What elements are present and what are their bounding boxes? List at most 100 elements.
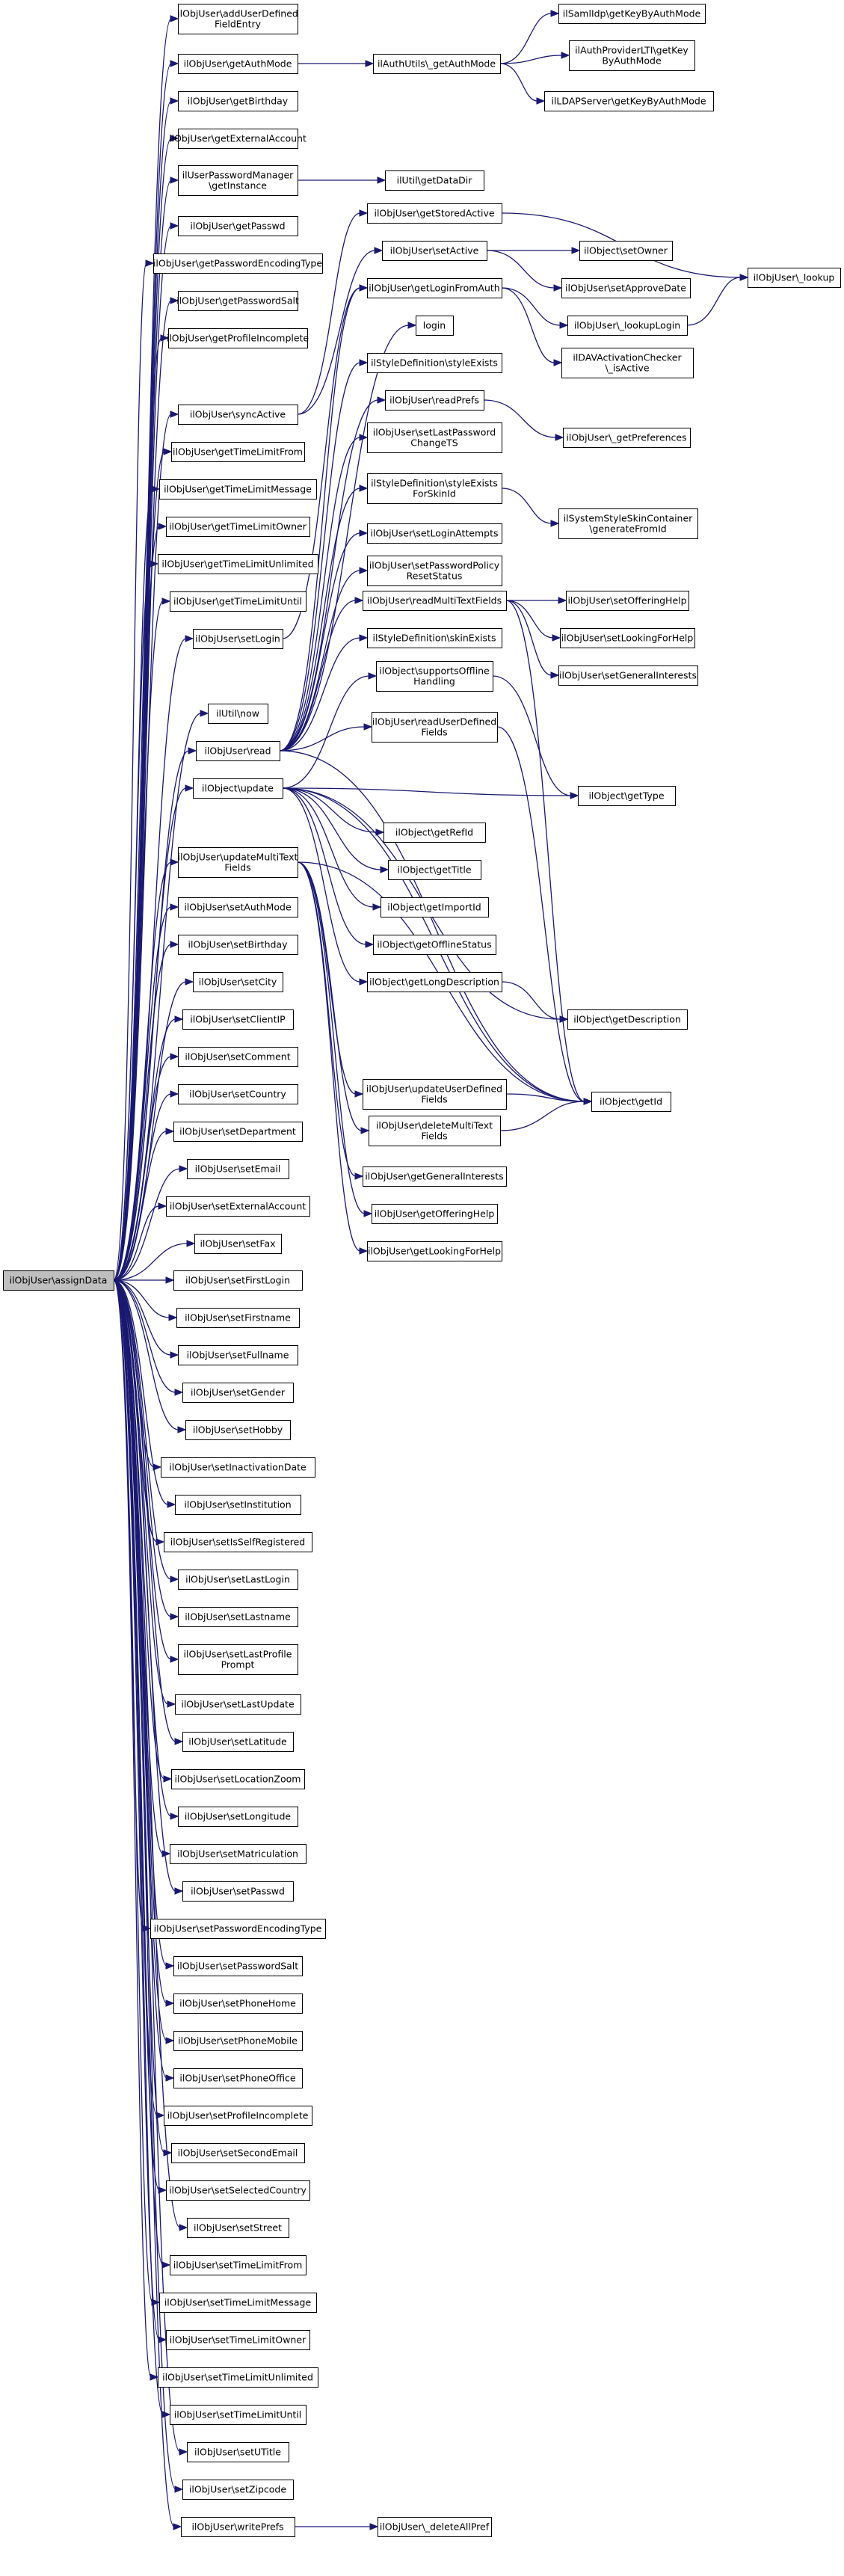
node-getOfflineStatus[interactable]: ilObject\getOfflineStatus [373,935,496,955]
node-setLatitude[interactable]: ilObjUser\setLatitude [182,1732,294,1752]
node-setLastname[interactable]: ilObjUser\setLastname [178,1607,298,1627]
node-setFullname[interactable]: ilObjUser\setFullname [178,1345,298,1365]
node-setSelectedCountry[interactable]: ilObjUser\setSelectedCountry [166,2180,310,2201]
node-setCity[interactable]: ilObjUser\setCity [193,972,283,992]
node-pwmgrGetInstance[interactable]: ilUserPasswordManager\getInstance [178,165,298,196]
node-setTimeLimitFrom[interactable]: ilObjUser\setTimeLimitFrom [170,2255,307,2275]
node-getGeneralInterests[interactable]: ilObjUser\getGeneralInterests [363,1166,507,1187]
node-utilGetDataDir[interactable]: ilUtil\getDataDir [385,170,484,191]
node-setTimeLimitOwner[interactable]: ilObjUser\setTimeLimitOwner [166,2330,310,2350]
node-login[interactable]: login [416,316,454,336]
node-setTimeLimitMessage[interactable]: ilObjUser\setTimeLimitMessage [159,2293,317,2313]
node-setFirstLogin[interactable]: ilObjUser\setFirstLogin [173,1270,303,1291]
node-setFirstname[interactable]: ilObjUser\setFirstname [176,1308,300,1328]
node-objGetDescription[interactable]: ilObject\getDescription [567,1009,688,1030]
node-setGeneralInterests[interactable]: ilObjUser\setGeneralInterests [558,665,698,686]
node-getImportId[interactable]: ilObject\getImportId [381,897,489,917]
node-getPasswordSalt[interactable]: ilObjUser\getPasswordSalt [176,291,299,311]
node-authGetAuthMode[interactable]: ilAuthUtils\_getAuthMode [373,54,501,74]
node-setLookingForHelp[interactable]: ilObjUser\setLookingForHelp [560,628,695,648]
node-getTimeLimitUnlimited[interactable]: ilObjUser\getTimeLimitUnlimited [158,554,318,574]
node-styleExists[interactable]: ilStyleDefinition\styleExists [367,353,502,373]
node-setMatriculation[interactable]: ilObjUser\setMatriculation [170,1844,307,1864]
node-getTitle[interactable]: ilObject\getTitle [388,860,481,880]
node-generateFromId[interactable]: ilSystemStyleSkinContainer\generateFromI… [558,508,698,539]
node-objSetOwner[interactable]: ilObject\setOwner [579,241,673,261]
node-getProfileIncomplete[interactable]: ilObjUser\getProfileIncomplete [167,328,309,348]
node-getRefId[interactable]: ilObject\getRefId [384,823,486,843]
node-setPasswordEncodingType[interactable]: ilObjUser\setPasswordEncodingType [150,1919,326,1939]
node-getStoredActive[interactable]: ilObjUser\getStoredActive [367,203,502,224]
node-setPasswordSalt[interactable]: ilObjUser\setPasswordSalt [173,1956,303,1976]
node-setClientIP[interactable]: ilObjUser\setClientIP [182,1009,294,1030]
node-setDepartment[interactable]: ilObjUser\setDepartment [173,1122,303,1142]
node-setIsSelfRegistered[interactable]: ilObjUser\setIsSelfRegistered [164,1532,312,1552]
node-getPasswordEncodingType[interactable]: ilObjUser\getPasswordEncodingType [153,253,323,274]
node-getPasswd[interactable]: ilObjUser\getPasswd [178,216,298,236]
node-utilNow[interactable]: ilUtil\now [208,704,268,724]
node-setExternalAccount[interactable]: ilObjUser\setExternalAccount [166,1196,310,1217]
node-davIsActive[interactable]: ilDAVActivationChecker\_isActive [561,348,694,378]
node-readPrefs[interactable]: ilObjUser\readPrefs [385,390,484,411]
node-setInactivationDate[interactable]: ilObjUser\setInactivationDate [161,1457,315,1478]
node-getBirthday[interactable]: ilObjUser\getBirthday [178,91,298,111]
node-setZipcode[interactable]: ilObjUser\setZipcode [182,2480,294,2500]
node-setAuthMode[interactable]: ilObjUser\setAuthMode [178,897,298,917]
node-setCountry[interactable]: ilObjUser\setCountry [178,1084,298,1104]
node-setActive[interactable]: ilObjUser\setActive [382,241,487,261]
node-getLookingForHelp[interactable]: ilObjUser\getLookingForHelp [367,1241,502,1261]
node-setPhoneMobile[interactable]: ilObjUser\setPhoneMobile [173,2031,303,2051]
node-getTimeLimitMessage[interactable]: ilObjUser\getTimeLimitMessage [159,479,317,499]
node-setInstitution[interactable]: ilObjUser\setInstitution [175,1495,301,1515]
node-getLongDescription[interactable]: ilObject\getLongDescription [367,972,502,992]
node-setTimeLimitUntil[interactable]: ilObjUser\setTimeLimitUntil [170,2405,307,2425]
node-setGender[interactable]: ilObjUser\setGender [182,1383,294,1403]
node-read[interactable]: ilObjUser\read [196,741,280,761]
node-getExternalAccount[interactable]: ilObjUser\getExternalAccount [169,129,307,149]
node-setLastLogin[interactable]: ilObjUser\setLastLogin [178,1570,298,1590]
node-setUTitle[interactable]: ilObjUser\setUTitle [187,2442,289,2462]
node-setLocationZoom[interactable]: ilObjUser\setLocationZoom [171,1769,305,1789]
node-deleteAllPref[interactable]: ilObjUser\_deleteAllPref [378,2517,492,2537]
node-setPasswd[interactable]: ilObjUser\setPasswd [182,1881,294,1902]
node-assignData[interactable]: ilObjUser\assignData [3,1270,114,1291]
node-setStreet[interactable]: ilObjUser\setStreet [187,2218,289,2238]
node-skinExists[interactable]: ilStyleDefinition\skinExists [367,628,502,648]
node-setSecondEmail[interactable]: ilObjUser\setSecondEmail [171,2143,305,2163]
node-ldapGetKey[interactable]: ilLDAPServer\getKeyByAuthMode [544,91,714,111]
node-readMultiTextFields[interactable]: ilObjUser\readMultiTextFields [363,591,507,611]
node-getPreferences[interactable]: ilObjUser\_getPreferences [563,428,691,448]
node-setApproveDate[interactable]: ilObjUser\setApproveDate [561,278,691,298]
node-setTimeLimitUnlimited[interactable]: ilObjUser\setTimeLimitUnlimited [158,2367,318,2388]
node-setFax[interactable]: ilObjUser\setFax [194,1234,282,1254]
node-getOfferingHelp[interactable]: ilObjUser\getOfferingHelp [372,1204,498,1224]
node-getTimeLimitOwner[interactable]: ilObjUser\getTimeLimitOwner [166,517,310,537]
node-syncActive[interactable]: ilObjUser\syncActive [178,405,298,425]
node-setLongitude[interactable]: ilObjUser\setLongitude [178,1807,298,1827]
node-setBirthday[interactable]: ilObjUser\setBirthday [178,935,298,955]
node-getTimeLimitUntil[interactable]: ilObjUser\getTimeLimitUntil [170,591,307,612]
node-setOfferingHelp[interactable]: ilObjUser\setOfferingHelp [566,591,689,611]
node-ltiGetKey[interactable]: ilAuthProviderLTI\getKeyByAuthMode [569,40,695,71]
node-objGetType[interactable]: ilObject\getType [578,786,676,806]
node-lookupLogin[interactable]: ilObjUser\_lookupLogin [567,316,688,336]
node-samlGetKey[interactable]: ilSamlIdp\getKeyByAuthMode [558,4,706,24]
node-setPhoneHome[interactable]: ilObjUser\setPhoneHome [173,1994,303,2014]
node-getLoginFromAuth[interactable]: ilObjUser\getLoginFromAuth [367,278,502,298]
node-objUpdate[interactable]: ilObject\update [193,778,283,799]
node-setLastUpdate[interactable]: ilObjUser\setLastUpdate [175,1694,301,1715]
node-setLoginAttempts[interactable]: ilObjUser\setLoginAttempts [367,523,502,544]
node-setPhoneOffice[interactable]: ilObjUser\setPhoneOffice [173,2068,303,2088]
node-writePrefs[interactable]: ilObjUser\writePrefs [181,2517,295,2537]
node-setProfileIncomplete[interactable]: ilObjUser\setProfileIncomplete [164,2106,312,2126]
